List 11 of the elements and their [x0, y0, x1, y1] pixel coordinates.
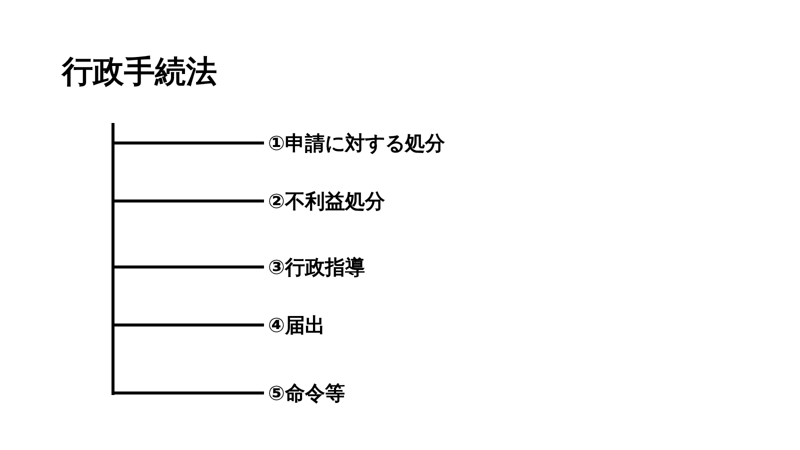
- list-item: ④届出: [268, 311, 325, 339]
- branch-line: [113, 266, 264, 268]
- list-item: ③行政指導: [268, 253, 365, 281]
- branch-line: [113, 392, 264, 394]
- list-item: ①申請に対する処分: [268, 129, 445, 157]
- title: 行政手続法: [62, 53, 217, 92]
- branch-line: [113, 142, 264, 144]
- branch-line: [113, 324, 264, 326]
- list-item: ⑤命令等: [268, 379, 345, 407]
- branch-line: [113, 200, 264, 202]
- list-item: ②不利益処分: [268, 187, 385, 215]
